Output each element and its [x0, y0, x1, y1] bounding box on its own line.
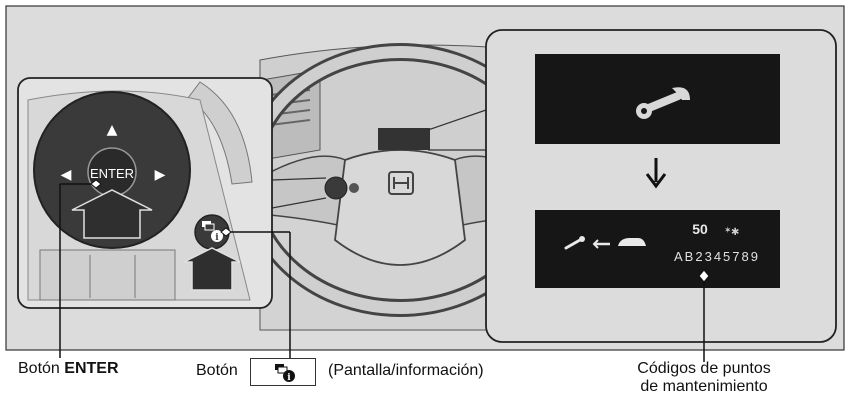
enter-text: ENTER [90, 166, 134, 181]
display-button-prefix: Botón [196, 362, 238, 379]
svg-text:✶: ✶ [724, 226, 732, 236]
wrench-icon [636, 87, 690, 119]
honda-logo [388, 171, 414, 195]
display-button-suffix: (Pantalla/información) [328, 362, 484, 379]
down-arrow-icon [645, 158, 667, 189]
enter-label-bold: ENTER [64, 360, 119, 377]
maintenance-flow-icon [564, 236, 646, 250]
car-icon [618, 238, 646, 246]
control-pad-zoom: ENTER ▲ ◀ ▶ i [17, 77, 273, 309]
svg-text:i: i [215, 233, 219, 243]
right-arrow[interactable]: ▶ [155, 167, 166, 183]
display-info-icon-box: i [250, 358, 316, 386]
svg-text:i: i [287, 373, 291, 383]
leader-lines [59, 183, 705, 362]
meter-display-area [378, 128, 430, 150]
press-arrow-enter [71, 189, 153, 239]
codes-label-line2: de mantenimiento [640, 378, 768, 395]
enter-label-prefix: Botón [18, 360, 60, 377]
display-callout: 50 ✶ ✱ AB2345789 [485, 29, 837, 343]
up-arrow[interactable]: ▲ [107, 122, 118, 138]
press-arrow-info [183, 247, 241, 291]
info-button-icon: i [275, 364, 295, 383]
svg-text:✱: ✱ [731, 227, 739, 238]
codes-label-line1: Códigos de puntos [637, 360, 771, 377]
display-bottom [535, 210, 780, 288]
display-top [535, 54, 780, 144]
maintenance-number: 50 [692, 221, 708, 237]
enter-button-label: Botón ENTER [18, 360, 119, 378]
left-arrow[interactable]: ◀ [61, 167, 72, 183]
codes-label: Códigos de puntos de mantenimiento [620, 360, 788, 396]
maintenance-codes: AB2345789 [674, 249, 760, 264]
